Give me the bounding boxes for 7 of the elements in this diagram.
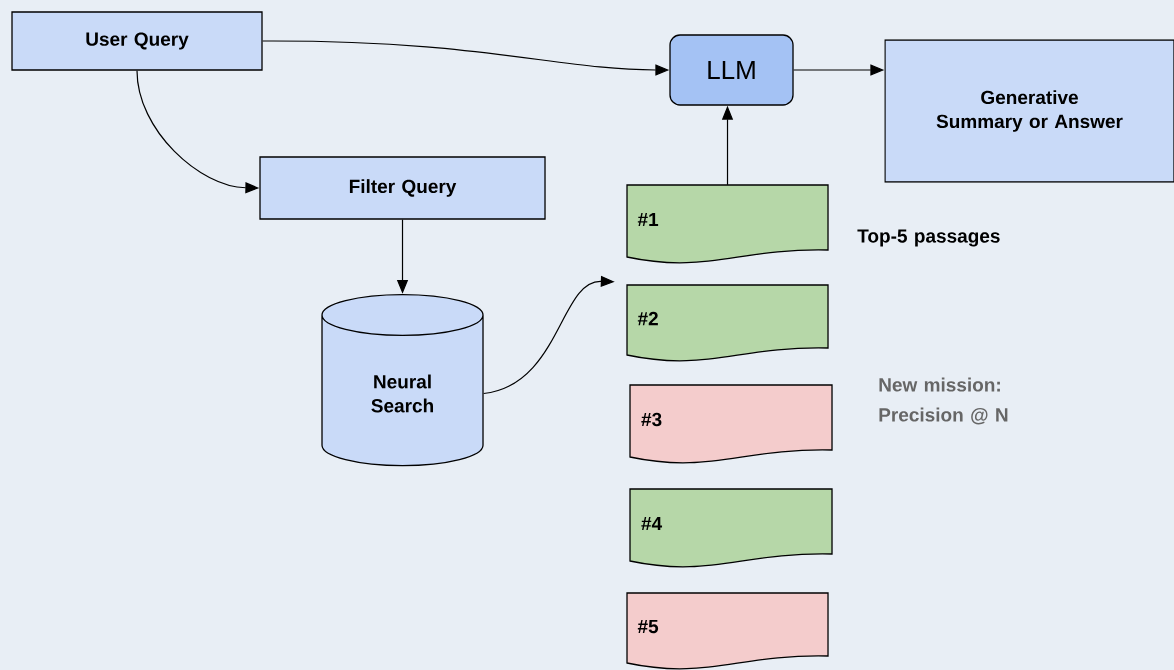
process-box: Filter Query [259,156,546,220]
note-text: New mission: Precision @ N [879,377,1008,425]
database-cylinder: Neural Search [321,293,484,467]
rounded-box: LLM [669,34,794,106]
note-text: Top-5 passages [857,229,1000,247]
process-box: Generative Summary or Answer [884,39,1174,183]
process-box: User Query [11,11,263,71]
